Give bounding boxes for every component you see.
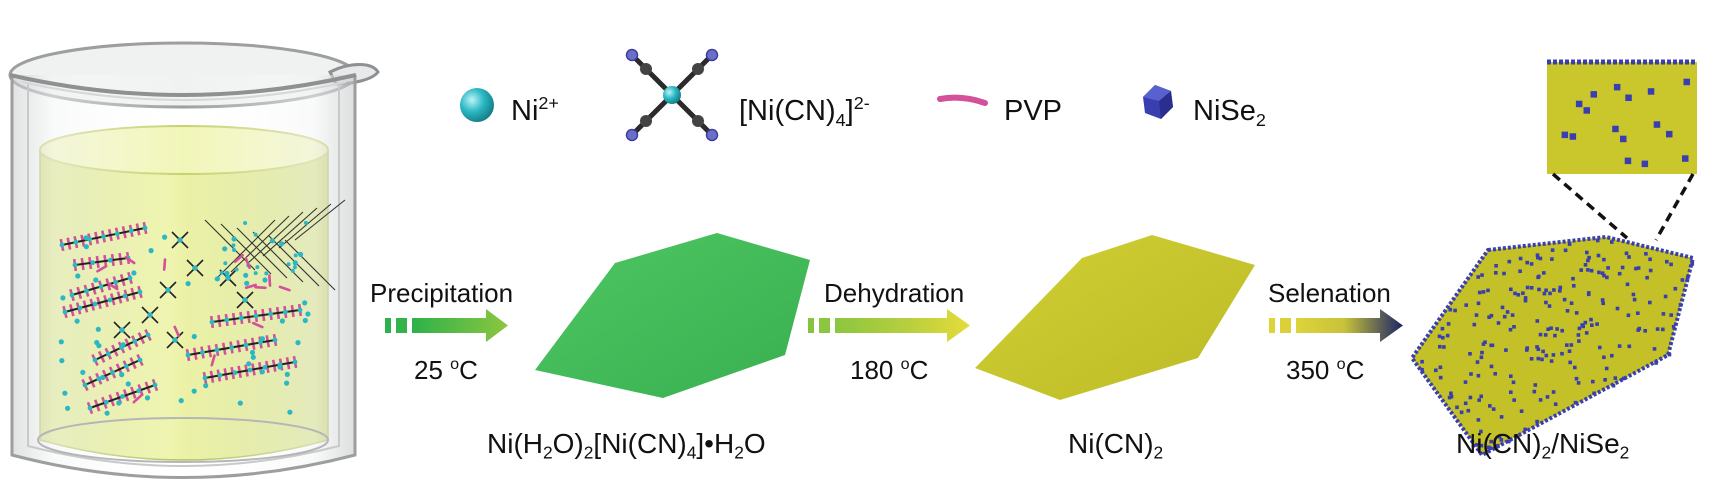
step-dehydration-label: Dehydration (824, 278, 965, 308)
selenation-arrow (1269, 309, 1403, 342)
zoom-inset (1547, 59, 1697, 241)
product-hydrate-label: Ni(H2O)2[Ni(CN)4]•H2O (487, 428, 766, 463)
hydrate-nanosheet (535, 233, 810, 398)
legend-nicn4-label: [Ni(CN)4]2- (739, 92, 870, 130)
legend-pvp-label: PVP (1004, 95, 1063, 127)
beaker (8, 41, 380, 479)
nicn2-nanosheet (975, 235, 1255, 400)
product-nicn2-label: Ni(CN)2 (1068, 428, 1164, 463)
step-precipitation-temperature: 25 oC (414, 355, 478, 385)
beaker-contents (58, 199, 346, 416)
step-selenation-temperature: 350 oC (1286, 355, 1365, 385)
legend-ni-ion-label: Ni2+ (511, 92, 559, 127)
step-selenation-label: Selenation (1268, 278, 1391, 308)
precipitation-arrow (385, 309, 508, 342)
product-composite-label: Ni(CN)2/NiSe2 (1456, 428, 1630, 463)
dehydration-arrow (808, 309, 970, 342)
legend-nise2-label: NiSe2 (1193, 95, 1266, 130)
cyan-sphere-icon (460, 88, 494, 122)
step-precipitation-label: Precipitation (370, 278, 514, 308)
composite-nanosheet (1409, 234, 1696, 458)
pvp-chain-icon (937, 94, 988, 106)
tetracyanonickelate-molecule-icon (625, 48, 719, 142)
step-dehydration-temperature: 180 oC (850, 355, 929, 385)
blue-cube-icon (1143, 85, 1173, 119)
